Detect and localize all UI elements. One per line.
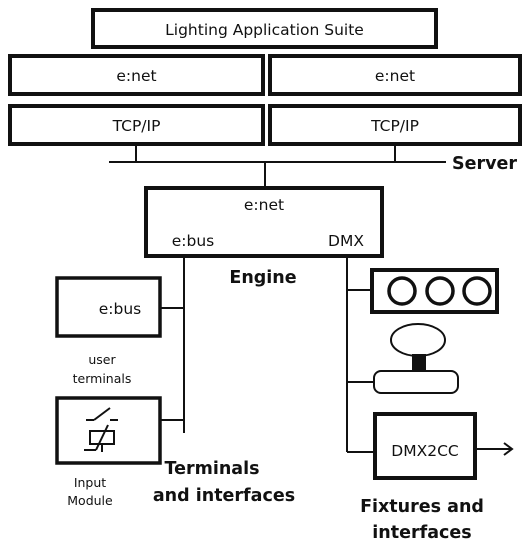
spotlight-neck (412, 354, 426, 373)
user-terminal-ebus-label: e:bus (99, 300, 142, 318)
server-bus (109, 146, 446, 188)
switch-icon (86, 407, 118, 421)
user-terminals-label-line1: user (88, 352, 116, 367)
input-module-label-line2: Module (67, 493, 113, 508)
engine-enet: e:net (244, 196, 284, 214)
server-right-tcpip: TCP/IP (370, 117, 419, 135)
server-left-stack: e:net TCP/IP (8, 54, 265, 146)
server-right-stack: e:net TCP/IP (268, 54, 522, 146)
fixtures-label-line1: Fixtures and (360, 497, 484, 517)
server-left-tcpip: TCP/IP (112, 117, 161, 135)
dmx2cc-box: DMX2CC (373, 412, 514, 480)
fixture-spotlight (373, 323, 459, 394)
lamp-icon (462, 276, 492, 306)
engine-dmx: DMX (328, 232, 364, 250)
engine-ebus: e:bus (172, 232, 215, 250)
arrow-head-icon (503, 442, 514, 456)
terminals-label-line2: and interfaces (153, 486, 295, 506)
lamp-icon (425, 276, 455, 306)
dmx2cc-label: DMX2CC (391, 442, 458, 460)
server-right-enet: e:net (375, 67, 415, 85)
server-left-enet: e:net (116, 67, 156, 85)
fixtures-label-line2: interfaces (372, 523, 471, 543)
terminals-label-line1: Terminals (164, 459, 259, 479)
server-label: Server (452, 154, 517, 174)
dmx-line (346, 258, 374, 453)
user-terminals-label-line2: terminals (73, 371, 132, 386)
input-module-box (55, 396, 162, 465)
suite-title: Lighting Application Suite (165, 21, 364, 39)
sensor-icon (84, 424, 115, 452)
engine-box: e:net e:bus DMX (144, 186, 384, 258)
ebus-line (160, 258, 185, 433)
user-terminal-box: e:bus (55, 276, 162, 338)
lamp-icon (387, 276, 417, 306)
engine-label: Engine (229, 268, 296, 288)
fixture-three-lamps (370, 268, 499, 314)
input-module-label-line1: Input (74, 475, 106, 490)
suite-box: Lighting Application Suite (91, 8, 438, 49)
